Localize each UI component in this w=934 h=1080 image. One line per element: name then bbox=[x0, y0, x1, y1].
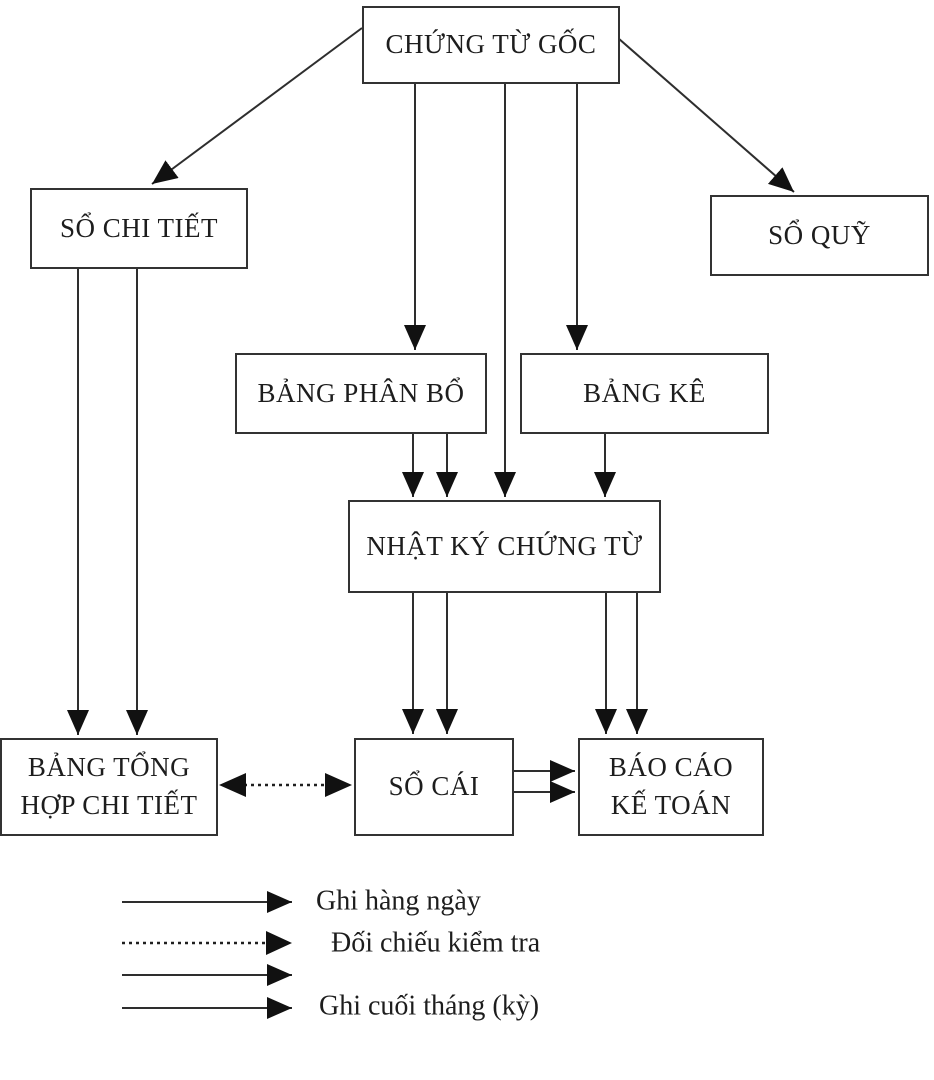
legend-label-monthly: Ghi cuối tháng (kỳ) bbox=[319, 990, 540, 1022]
legend-label-check: Đối chiếu kiểm tra bbox=[331, 927, 541, 959]
box-bao-cao-ke-toan: BÁO CÁO KẾ TOÁN bbox=[578, 738, 764, 836]
box-bang-ke: BẢNG KÊ bbox=[520, 353, 769, 434]
box-bang-tong-hop-line2: HỢP CHI TIẾT bbox=[20, 790, 198, 820]
box-bao-cao-line2: KẾ TOÁN bbox=[610, 790, 732, 820]
legend-arrow-check-head bbox=[266, 931, 292, 955]
box-bang-phan-bo: BẢNG PHÂN BỔ bbox=[235, 353, 487, 434]
box-bao-cao-line1: BÁO CÁO bbox=[608, 752, 734, 783]
box-bang-tong-hop-line1: BẢNG TỔNG bbox=[27, 752, 191, 783]
box-nhat-ky-chung-tu-label: NHẬT KÝ CHỨNG TỪ bbox=[366, 530, 643, 561]
box-so-chi-tiet-label: SỔ CHI TIẾT bbox=[60, 212, 218, 243]
box-bang-ke-label: BẢNG KÊ bbox=[583, 377, 706, 408]
box-so-cai-label: SỔ CÁI bbox=[388, 771, 480, 802]
box-nhat-ky-chung-tu: NHẬT KÝ CHỨNG TỪ bbox=[348, 500, 661, 593]
legend-label-daily: Ghi hàng ngày bbox=[316, 885, 481, 917]
box-so-chi-tiet: SỔ CHI TIẾT bbox=[30, 188, 248, 269]
box-bang-phan-bo-label: BẢNG PHÂN BỔ bbox=[257, 377, 465, 408]
box-chung-tu-goc-label: CHỨNG TỪ GỐC bbox=[385, 29, 597, 60]
box-bang-tong-hop-chi-tiet: BẢNG TỔNG HỢP CHI TIẾT bbox=[0, 738, 218, 836]
box-so-quy: SỔ QUỸ bbox=[710, 195, 929, 276]
box-so-quy-label: SỔ QUỸ bbox=[768, 219, 871, 250]
dotted-arrowhead-right bbox=[325, 773, 352, 797]
dotted-arrowhead-left bbox=[219, 773, 246, 797]
arrow-chungtugoc-to-soquy bbox=[617, 37, 795, 193]
box-chung-tu-goc: CHỨNG TỪ GỐC bbox=[362, 6, 620, 84]
arrow-chungtugoc-to-sochitiet bbox=[151, 27, 363, 185]
box-so-cai: SỔ CÁI bbox=[354, 738, 514, 836]
